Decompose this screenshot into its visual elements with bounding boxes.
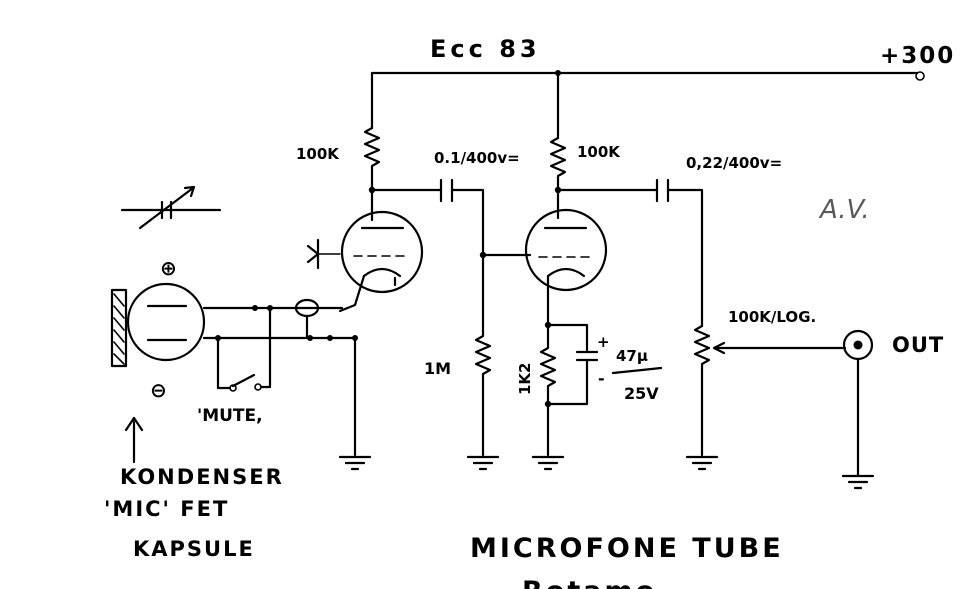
output-label: OUT [892, 333, 944, 357]
up-arrow-icon [124, 416, 144, 464]
cathode-resistor [539, 321, 557, 457]
ground-symbol [685, 455, 719, 471]
cathode-resistor-label: 1K2 [516, 363, 534, 396]
supply-label: +300 [880, 43, 955, 69]
input-wiring [202, 298, 358, 341]
triode-tube-2 [479, 208, 608, 327]
output-jack [842, 329, 874, 477]
heater-symbol [306, 238, 341, 270]
output-potentiometer-label: 100K/LOG. [728, 308, 816, 326]
mic-minus-sign: ⊖ [150, 378, 167, 402]
supply-rail [370, 70, 925, 140]
coupling-capacitor-2 [655, 178, 670, 203]
coupling-capacitor-1-label: 0.1/400v= [434, 149, 520, 167]
ground-symbol [466, 455, 500, 471]
mute-switch [216, 306, 272, 392]
grid-resistor-label: 1M [424, 359, 451, 378]
plate-resistor-2 [549, 136, 567, 192]
drawing-title: MICROFONE TUBE [470, 533, 784, 564]
coupling-capacitor-1 [439, 178, 454, 203]
output-potentiometer [693, 324, 847, 457]
plate-resistor-2-label: 100K [577, 143, 621, 161]
triode-tube-1 [338, 210, 424, 313]
plate-resistor-1-label: 100K [296, 145, 340, 163]
plate-resistor-1 [363, 126, 381, 192]
bypass-capacitor-voltage: 25V [624, 384, 659, 403]
fraction-bar [611, 366, 663, 375]
mic-plus-sign: ⊕ [160, 256, 177, 280]
variable-capacitor-symbol [120, 185, 222, 230]
caption-line-2: 'MIC' FET [104, 497, 229, 521]
condenser-mic-capsule [110, 282, 206, 368]
bypass-capacitor [546, 323, 599, 406]
coupling-capacitor-2-label: 0,22/400v= [686, 154, 782, 172]
ground-symbol [841, 474, 875, 490]
ground-symbol [338, 336, 372, 471]
tube-label: Ecc 83 [430, 35, 541, 63]
caption-line-1: KONDENSER [120, 465, 284, 489]
grid-resistor [474, 253, 492, 457]
bypass-capacitor-value: 47µ [616, 347, 648, 365]
plate-wiring [368, 186, 704, 328]
drawing-title-cut: Rotamo [522, 576, 657, 589]
ground-symbol [531, 455, 565, 471]
bypass-capacitor-plus: + [597, 333, 610, 351]
mute-label: 'MUTE, [197, 406, 263, 426]
caption-line-3: KAPSULE [133, 537, 255, 561]
author-initials: A.V. [818, 195, 870, 225]
bypass-capacitor-minus: - [598, 369, 605, 388]
